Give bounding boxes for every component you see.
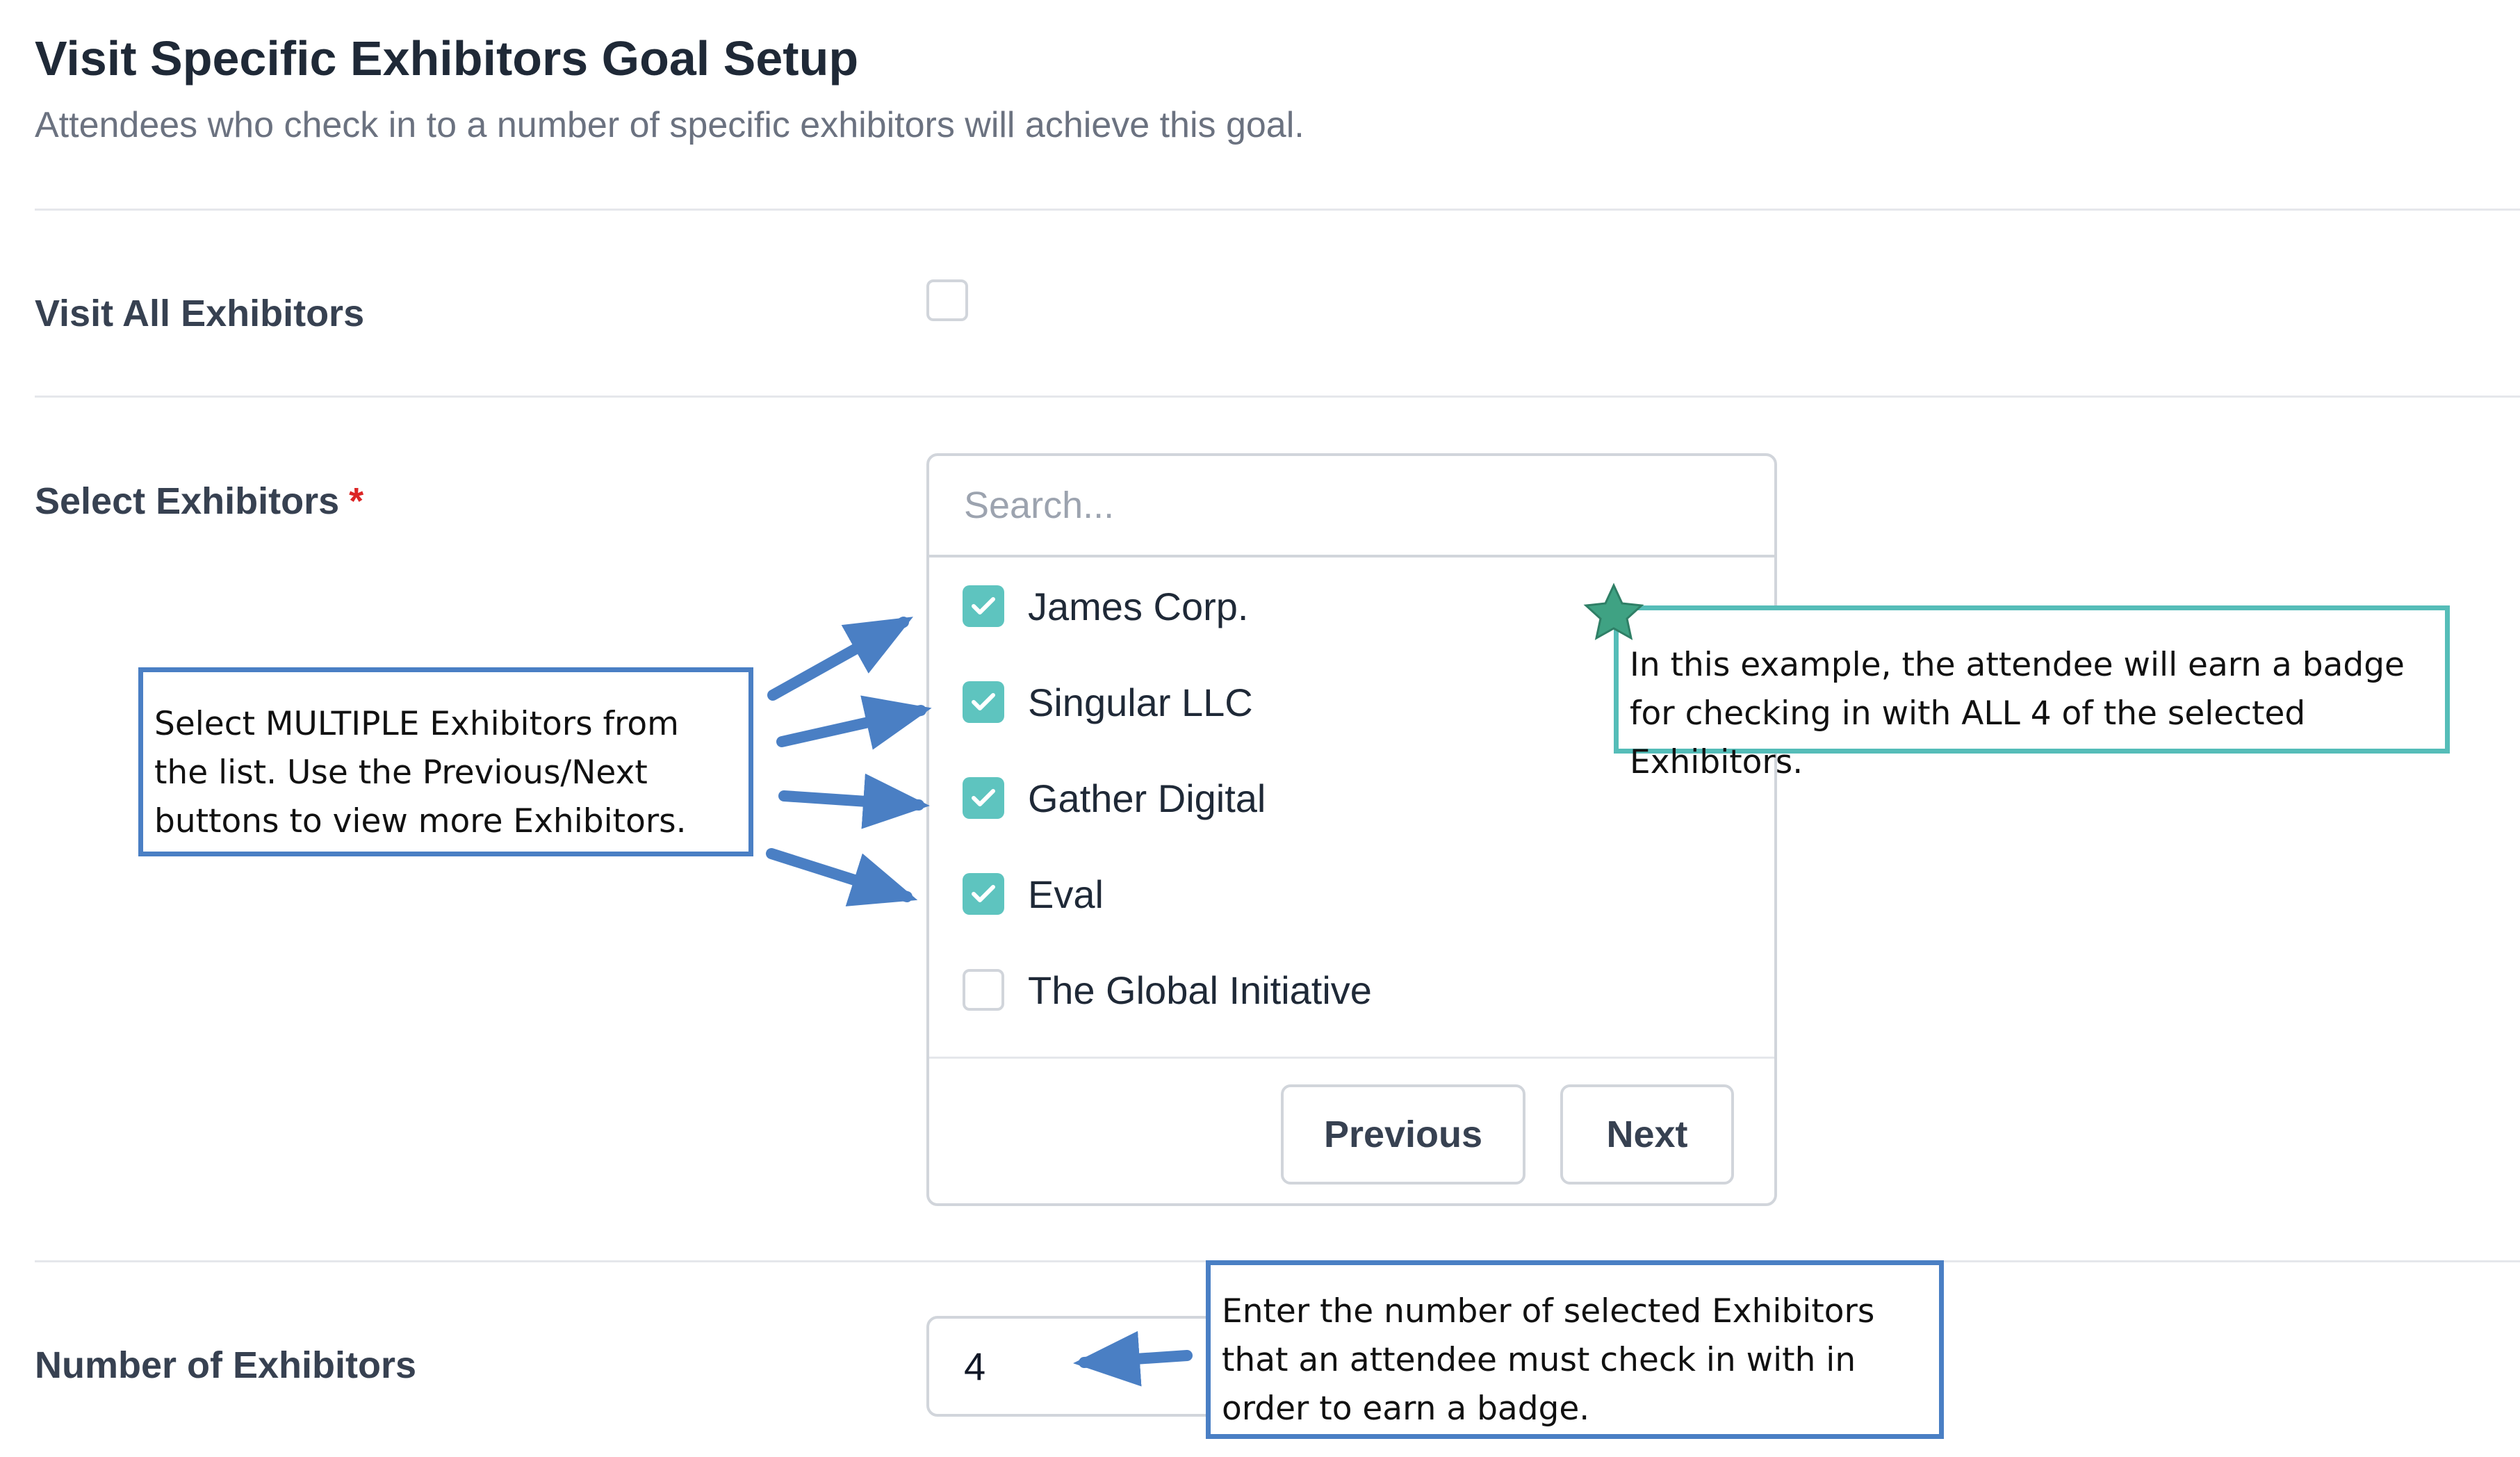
- exhibitor-item-label: James Corp.: [1028, 584, 1249, 628]
- arrow-icon: [778, 773, 930, 829]
- exhibitor-item-singular-llc[interactable]: Singular LLC: [963, 674, 1253, 730]
- star-icon: [1583, 583, 1644, 640]
- exhibitor-item-label: The Global Initiative: [1028, 968, 1372, 1012]
- exhibitor-item-label: Eval: [1028, 872, 1104, 916]
- arrow-icon: [776, 695, 932, 750]
- arrow-icon: [766, 848, 918, 906]
- select-exhibitors-label: Select Exhibitors*: [35, 480, 363, 523]
- arrow-icon: [767, 617, 913, 701]
- divider: [35, 396, 2520, 398]
- exhibitor-checkbox-unchecked[interactable]: [963, 969, 1004, 1011]
- check-icon: [972, 693, 995, 710]
- check-icon: [972, 885, 995, 902]
- required-mark: *: [349, 480, 364, 522]
- exhibitor-checkbox-checked[interactable]: [963, 873, 1004, 915]
- previous-button[interactable]: Previous: [1281, 1084, 1525, 1185]
- select-exhibitors-label-text: Select Exhibitors: [35, 480, 340, 522]
- exhibitor-checkbox-checked[interactable]: [963, 681, 1004, 723]
- page-title: Visit Specific Exhibitors Goal Setup: [35, 31, 859, 86]
- annotation-example: In this example, the attendee will earn …: [1614, 605, 2450, 781]
- exhibitor-item-label: Singular LLC: [1028, 680, 1253, 724]
- annotation-number: Enter the number of selected Exhibitors …: [1206, 1260, 1944, 1439]
- exhibitor-checkbox-checked[interactable]: [963, 585, 1004, 627]
- arrow-icon: [1073, 1330, 1193, 1387]
- page-subtitle: Attendees who check in to a number of sp…: [35, 105, 1304, 145]
- exhibitor-item-global-initiative[interactable]: The Global Initiative: [963, 962, 1372, 1018]
- exhibitor-search-input[interactable]: [929, 456, 1774, 557]
- exhibitor-checkbox-checked[interactable]: [963, 777, 1004, 819]
- check-icon: [972, 789, 995, 806]
- check-icon: [972, 597, 995, 614]
- exhibitor-item-eval[interactable]: Eval: [963, 866, 1104, 922]
- visit-all-checkbox[interactable]: [926, 279, 968, 321]
- visit-all-label: Visit All Exhibitors: [35, 293, 365, 334]
- exhibitor-item-gather-digital[interactable]: Gather Digital: [963, 770, 1266, 826]
- annotation-multi-select: Select MULTIPLE Exhibitors from the list…: [138, 667, 753, 856]
- divider: [35, 209, 2520, 211]
- exhibitor-item-label: Gather Digital: [1028, 776, 1266, 820]
- exhibitor-item-james-corp[interactable]: James Corp.: [963, 578, 1248, 634]
- exhibitor-select-panel: James Corp. Singular LLC Gather Digital …: [926, 453, 1777, 1206]
- next-button[interactable]: Next: [1560, 1084, 1734, 1185]
- number-of-exhibitors-label: Number of Exhibitors: [35, 1344, 417, 1386]
- panel-footer-divider: [929, 1057, 1774, 1059]
